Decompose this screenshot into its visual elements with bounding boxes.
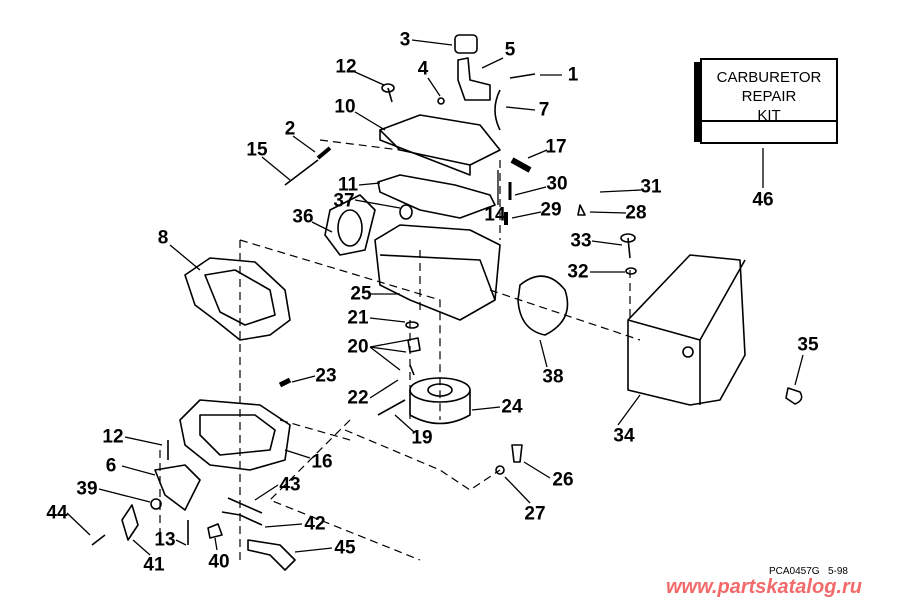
gasket-36 [324, 194, 376, 256]
callout-5: 5 [504, 39, 516, 61]
screw-33 [627, 237, 631, 259]
callout-39: 39 [76, 478, 98, 500]
callout-3: 3 [399, 29, 411, 51]
ring-38 [517, 275, 569, 336]
callout-36: 36 [292, 206, 314, 228]
bowl-16 [179, 399, 291, 471]
assembly-guide-lines [159, 139, 641, 561]
drawing-code: PCA0457G 5-98 [769, 566, 848, 577]
callout-12: 12 [102, 426, 124, 448]
washer-32 [625, 267, 637, 275]
screw-12 [387, 87, 393, 103]
carburetor-body [374, 224, 501, 321]
watermark: www.partskatalog.ru [666, 576, 862, 598]
callout-7: 7 [538, 99, 550, 121]
screw-1 [509, 73, 536, 79]
fitting-5 [457, 57, 491, 101]
rod-43 [227, 497, 263, 514]
callout-13: 13 [154, 529, 176, 551]
callout-20: 20 [347, 336, 369, 358]
bracket-41 [121, 504, 139, 541]
kit-line-2: REPAIR [741, 88, 797, 105]
callout-8: 8 [157, 227, 169, 249]
callout-23: 23 [315, 365, 337, 387]
plug-35 [785, 387, 803, 405]
screw-23 [278, 377, 292, 388]
screw-44 [91, 534, 106, 546]
washer-39 [150, 498, 162, 510]
callout-46: 46 [752, 189, 774, 211]
callout-32: 32 [567, 261, 589, 283]
callout-2: 2 [284, 118, 296, 140]
gasket-11 [377, 174, 496, 219]
fitting-26 [511, 444, 523, 463]
callout-6: 6 [105, 455, 117, 477]
leader-lines [66, 39, 804, 556]
bracket-28 [577, 204, 586, 216]
callout-40: 40 [208, 551, 230, 573]
callout-29: 29 [540, 199, 562, 221]
cap-3 [454, 34, 478, 54]
callout-43: 43 [279, 474, 301, 496]
spring-2 [316, 146, 332, 160]
repair-kit-box: CARBURETOR REPAIR KIT [700, 58, 838, 124]
pin-19 [377, 399, 406, 416]
needle-seat-20 [407, 337, 421, 353]
callout-33: 33 [570, 230, 592, 252]
callout-19: 19 [411, 427, 433, 449]
gasket-8 [184, 257, 291, 341]
kit-line-1: CARBURETOR [716, 69, 822, 86]
screw-15 [284, 159, 319, 186]
drawing-number: PCA0457G [769, 566, 820, 577]
washer-27 [495, 465, 505, 475]
bushing-40 [207, 523, 223, 539]
kit-line-3: KIT [757, 107, 781, 124]
callout-35: 35 [797, 334, 819, 356]
callout-25: 25 [350, 283, 372, 305]
callout-30: 30 [546, 173, 568, 195]
link-42 [221, 511, 263, 526]
callout-21: 21 [347, 307, 369, 329]
callout-44: 44 [46, 502, 68, 524]
callout-45: 45 [334, 537, 356, 559]
callout-14: 14 [484, 204, 506, 226]
callout-15: 15 [246, 139, 268, 161]
callout-24: 24 [501, 396, 523, 418]
callout-34: 34 [613, 425, 635, 447]
callout-4: 4 [417, 58, 429, 80]
callout-38: 38 [542, 366, 564, 388]
callout-10: 10 [334, 96, 356, 118]
callout-42: 42 [304, 513, 326, 535]
callout-22: 22 [347, 387, 369, 409]
callout-28: 28 [625, 202, 647, 224]
callout-41: 41 [143, 554, 165, 576]
clip-7 [494, 89, 501, 131]
callout-11: 11 [337, 174, 359, 196]
lever-6 [154, 464, 201, 511]
callout-26: 26 [552, 469, 574, 491]
callout-16: 16 [311, 451, 333, 473]
callout-17: 17 [545, 136, 567, 158]
silencer-34 [627, 254, 746, 406]
callout-31: 31 [640, 176, 662, 198]
washer-21 [405, 321, 419, 329]
cover-10 [379, 114, 501, 166]
screw-17 [510, 157, 532, 173]
callout-37: 37 [333, 190, 355, 212]
drawing-date: 5-98 [827, 566, 848, 577]
nut-37 [399, 204, 413, 220]
kit-box-base [700, 120, 838, 144]
callout-12: 12 [335, 56, 357, 78]
callout-1: 1 [567, 64, 579, 86]
callout-27: 27 [524, 503, 546, 525]
handle-45 [247, 539, 296, 571]
kit-box-side [694, 62, 702, 142]
